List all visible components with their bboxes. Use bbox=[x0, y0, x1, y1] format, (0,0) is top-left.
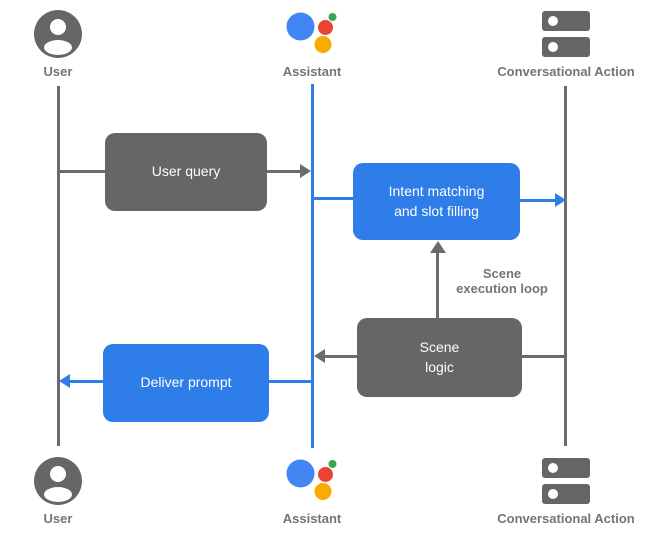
deliver-prompt-label: Deliver prompt bbox=[140, 374, 232, 391]
arrowhead-deliver-to-user bbox=[59, 374, 70, 388]
connector-user-to-userquery bbox=[58, 170, 106, 173]
connector-scenelogic-to-assistant bbox=[323, 355, 358, 358]
user-icon bbox=[33, 8, 83, 60]
actor-assistant-top: Assistant bbox=[222, 8, 402, 79]
arrowhead-scenelogic-to-assistant bbox=[314, 349, 325, 363]
intent-matching-label: Intent matching and slot filling bbox=[388, 182, 485, 219]
arrowhead-scenelogic-to-intent bbox=[430, 241, 446, 253]
actor-user-bottom: User bbox=[0, 455, 148, 526]
user-query-box: User query bbox=[105, 133, 267, 211]
connector-userquery-to-assistant bbox=[266, 170, 302, 173]
server-stack-icon bbox=[542, 455, 590, 507]
actor-user-bottom-label: User bbox=[43, 511, 73, 526]
connector-ca-to-scenelogic bbox=[521, 355, 566, 358]
conversational-action-lifeline bbox=[564, 86, 567, 446]
connector-intent-to-ca bbox=[519, 199, 556, 202]
user-query-label: User query bbox=[151, 163, 221, 180]
actor-user-top-label: User bbox=[43, 64, 73, 79]
google-assistant-icon bbox=[286, 455, 338, 507]
server-stack-icon bbox=[542, 8, 590, 60]
actor-assistant-top-label: Assistant bbox=[282, 64, 342, 79]
scene-logic-box: Scene logic bbox=[357, 318, 522, 397]
google-assistant-icon bbox=[286, 8, 338, 60]
assistant-lifeline bbox=[311, 84, 314, 448]
connector-scenelogic-to-intent bbox=[436, 252, 439, 319]
scene-execution-loop-note: Scene execution loop bbox=[456, 266, 548, 296]
connector-assistant-to-intent bbox=[312, 197, 354, 200]
scene-logic-label: Scene logic bbox=[419, 338, 460, 375]
actor-user-top: User bbox=[0, 8, 148, 79]
actor-conversational-action-bottom-label: Conversational Action bbox=[497, 511, 635, 526]
actor-assistant-bottom: Assistant bbox=[222, 455, 402, 526]
deliver-prompt-box: Deliver prompt bbox=[103, 344, 269, 422]
arrowhead-intent-to-ca bbox=[555, 193, 566, 207]
actor-conversational-action-top-label: Conversational Action bbox=[497, 64, 635, 79]
connector-assistant-to-deliver bbox=[268, 380, 313, 383]
actor-conversational-action-top: Conversational Action bbox=[476, 8, 656, 79]
arrowhead-userquery-to-assistant bbox=[300, 164, 311, 178]
intent-matching-box: Intent matching and slot filling bbox=[353, 163, 520, 240]
actor-assistant-bottom-label: Assistant bbox=[282, 511, 342, 526]
user-icon bbox=[33, 455, 83, 507]
user-lifeline bbox=[57, 86, 60, 446]
connector-deliver-to-user bbox=[69, 380, 104, 383]
actor-conversational-action-bottom: Conversational Action bbox=[476, 455, 656, 526]
